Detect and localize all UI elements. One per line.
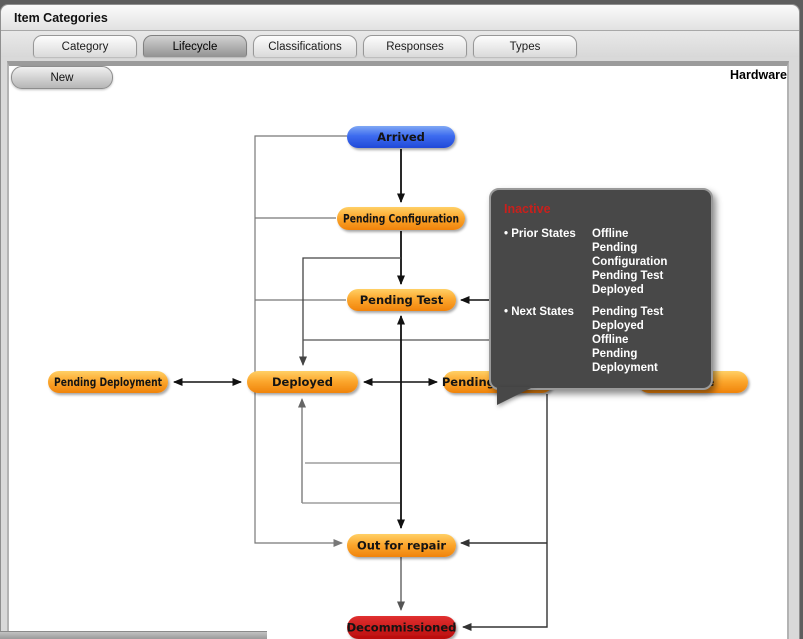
tab-bar: Category Lifecycle Classifications Response…	[1, 31, 799, 57]
node-label: Pending Test	[360, 293, 444, 307]
tooltip-tail-pointer	[497, 387, 533, 405]
node-pill[interactable]	[48, 371, 168, 393]
node-pill[interactable]	[247, 371, 358, 393]
node-label: Arrived	[377, 130, 425, 144]
node-pending-configuration[interactable]: Pending Configuration	[337, 207, 465, 230]
node-label: Pending Configuration	[343, 212, 459, 226]
window-titlebar: Item Categories	[1, 5, 799, 31]
node-pill[interactable]	[347, 126, 455, 148]
node-pending-deployment[interactable]: Pending Deployment	[48, 371, 168, 393]
category-name-label: Hardware	[730, 68, 787, 82]
edge-left-trunk-to-out-for-repair	[254, 135, 347, 547]
tooltip-section-label: • Next States	[504, 306, 574, 318]
tab-lifecycle[interactable]: Lifecycle	[143, 35, 247, 57]
node-out-for-repair[interactable]: Out for repair	[347, 534, 456, 557]
node-pending-test[interactable]: Pending Test	[347, 289, 456, 311]
tooltip-section-label: • Prior States	[504, 228, 576, 240]
node-pill[interactable]	[337, 207, 465, 230]
node-pill[interactable]	[347, 534, 456, 557]
node-label: Decommissioned	[347, 621, 457, 635]
edge-branch-to-pending-upgrade-top	[303, 339, 501, 366]
node-pill[interactable]	[347, 616, 456, 639]
node-decommissioned[interactable]: Decommissioned	[347, 616, 457, 639]
tab-responses[interactable]: Responses	[363, 35, 467, 57]
node-arrived[interactable]: Arrived	[347, 126, 455, 148]
edge-right-trunk-to-decommissioned	[462, 394, 548, 631]
tab-category[interactable]: Category	[33, 35, 137, 57]
page-title: Item Categories	[14, 10, 108, 25]
tooltip-title: Inactive	[504, 202, 551, 216]
node-label: Out for repair	[357, 539, 446, 553]
edge-branch-to-deployed-top	[299, 257, 401, 366]
node-pill[interactable]	[347, 289, 456, 311]
node-label: Pending Deployment	[54, 375, 162, 389]
tab-types[interactable]: Types	[473, 35, 577, 57]
node-label: Deployed	[272, 375, 333, 389]
node-deployed[interactable]: Deployed	[247, 371, 358, 393]
new-button[interactable]: New	[11, 66, 113, 89]
horizontal-scrollbar-thumb[interactable]	[0, 631, 267, 639]
tab-classifications[interactable]: Classifications	[253, 35, 357, 57]
